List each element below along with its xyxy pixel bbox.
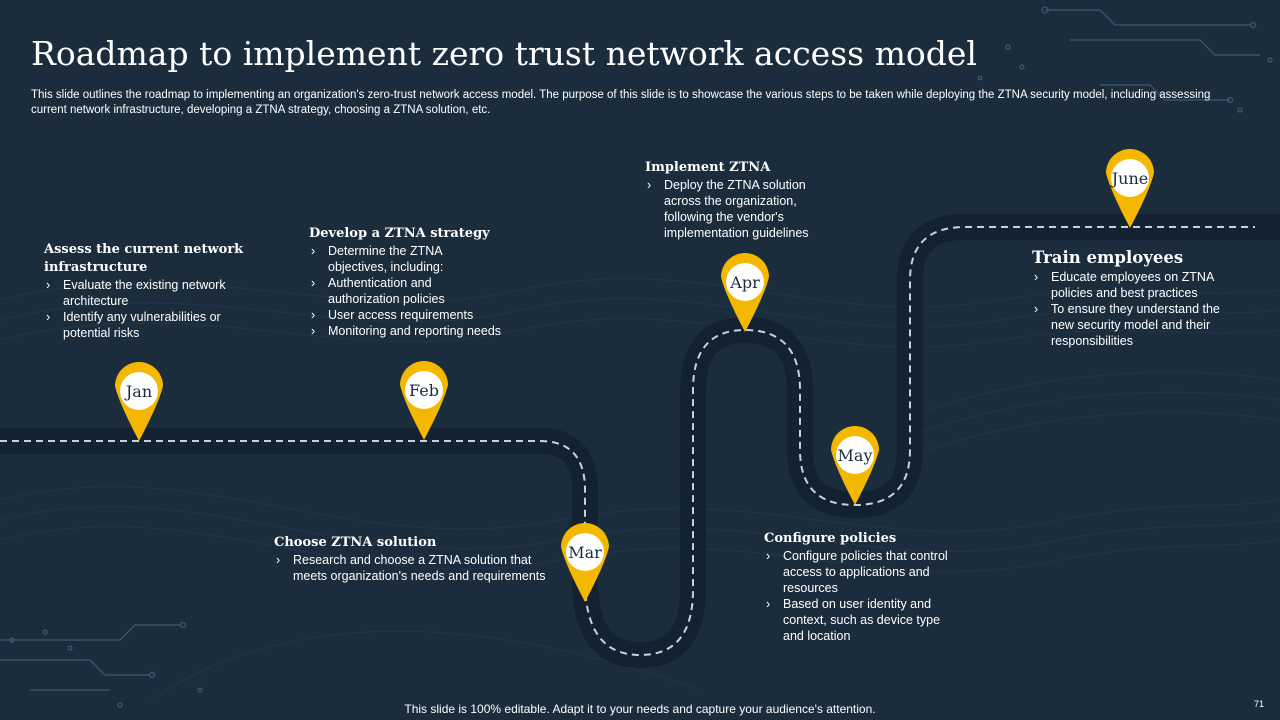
pin-june: June [1106,149,1154,228]
pin-label-jan: Jan [124,382,152,401]
milestone-bullet: Deploy the ZTNA solution across the orga… [645,177,825,241]
milestone-heading: Choose ZTNA solution [274,535,437,550]
pin-apr: Apr [721,253,769,332]
milestone-feb: Develop a ZTNA strategy Determine the ZT… [309,225,539,339]
milestone-bullet: To ensure they understand the new securi… [1032,301,1242,349]
roadmap-dashed-line [0,226,1255,657]
milestone-apr: Implement ZTNA Deploy the ZTNA solution … [645,159,825,241]
milestone-may: Configure policies Configure policies th… [764,530,949,644]
milestone-heading: Develop a ZTNA strategy [309,226,490,241]
pin-label-may: May [838,446,873,465]
milestone-bullet: Determine the ZTNA objectives, including… [309,243,478,275]
page-number: 71 [1254,699,1265,709]
milestone-bullet: Educate employees on ZTNA policies and b… [1032,269,1242,301]
pin-mar: Mar [561,523,609,602]
circuit-decoration-bottom [0,621,203,708]
footer-note: This slide is 100% editable. Adapt it to… [404,702,876,716]
milestone-bullet: Identify any vulnerabilities or potentia… [44,309,244,341]
milestone-bullet: Based on user identity and context, such… [764,596,949,644]
milestone-heading: Assess the current network infrastructur… [44,242,244,275]
milestone-bullet: Research and choose a ZTNA solution that… [274,552,554,584]
milestone-bullet: Monitoring and reporting needs [309,323,539,339]
pin-feb: Feb [400,361,448,440]
milestone-june: Train employees Educate employees on ZTN… [1032,247,1242,349]
milestone-heading: Configure policies [764,531,897,546]
pin-label-feb: Feb [409,381,439,400]
milestone-heading: Implement ZTNA [645,160,771,175]
page-title: Roadmap to implement zero trust network … [31,34,977,73]
page-subtitle: This slide outlines the roadmap to imple… [31,89,1211,116]
circuit-decoration-top [977,6,1273,113]
pin-label-june: June [1110,169,1149,188]
pin-may: May [831,426,879,505]
milestone-bullet: Evaluate the existing network architectu… [44,277,244,309]
pin-label-apr: Apr [729,273,760,292]
milestone-bullet: User access requirements [309,307,539,323]
milestone-bullet: Configure policies that control access t… [764,548,949,596]
pin-jan: Jan [115,362,163,441]
milestone-heading: Train employees [1032,248,1184,267]
pin-label-mar: Mar [568,543,602,562]
milestone-jan: Assess the current network infrastructur… [44,241,244,341]
milestone-mar: Choose ZTNA solution Research and choose… [274,534,554,584]
milestone-bullet: Authentication and authorization policie… [309,275,478,307]
